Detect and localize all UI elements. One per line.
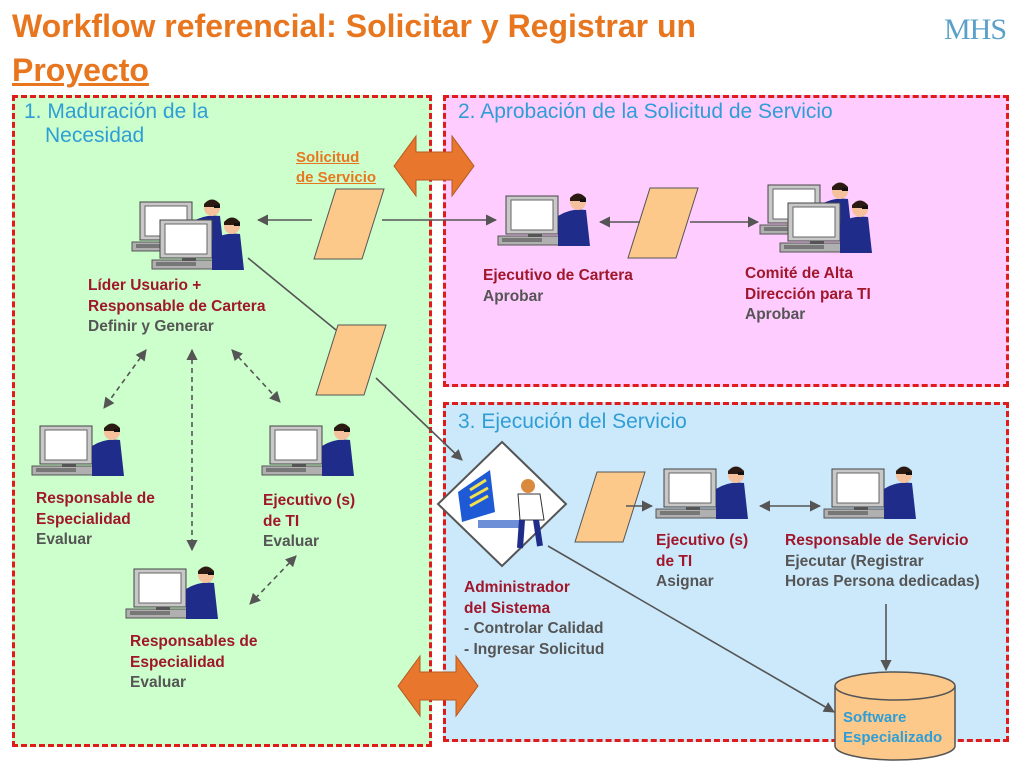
role-resp-servicio-action2: Horas Persona dedicadas) xyxy=(785,573,980,590)
role-ejecutivo-cartera-action: Aprobar xyxy=(483,287,544,305)
dashed-ejecutivo-ti-resp xyxy=(249,555,297,605)
title-line-1: Workflow referencial: Solicitar y Regist… xyxy=(12,8,697,44)
document-label: Solicitud de Servicio xyxy=(296,148,376,188)
role-administrador-action1: - Controlar Calidad xyxy=(464,620,604,637)
role-resp-servicio-action1: Ejecutar (Registrar xyxy=(785,552,924,570)
role-administrador: Administrador del Sistema - Controlar Ca… xyxy=(464,578,604,660)
panel-title-aprobacion: 2. Aprobación de la Solicitud de Servici… xyxy=(458,100,833,123)
dashed-lider-resp-especialidad xyxy=(103,349,147,409)
role-ejecutivo-ti-1-name2: de TI xyxy=(263,512,300,530)
company-logo: MHS xyxy=(944,13,1007,46)
role-ejecutivo-ti-2: Ejecutivo (s) de TI Asignar xyxy=(656,531,748,593)
role-resp-especialidades-name1: Responsables de xyxy=(130,633,258,650)
software-label-line1: Software xyxy=(843,709,907,726)
document-solicitud-4 xyxy=(574,471,646,543)
role-lider-name2: Responsable de Cartera xyxy=(88,297,266,315)
role-lider-action: Definir y Generar xyxy=(88,318,214,335)
role-comite-action: Aprobar xyxy=(745,306,806,323)
workstation-comite xyxy=(760,183,872,254)
role-ejecutivo-cartera: Ejecutivo de Cartera Aprobar xyxy=(483,266,633,307)
role-ejecutivo-ti-2-name1: Ejecutivo (s) xyxy=(656,532,749,549)
role-ejecutivo-ti-1-action: Evaluar xyxy=(263,533,320,550)
panel-title-maduracion-line2: Necesidad xyxy=(45,124,145,147)
software-label: Software Especializado xyxy=(843,708,942,748)
panel-title-maduracion: 1. Maduración de la Necesidad xyxy=(24,100,208,148)
administrator-icon xyxy=(436,440,568,568)
role-resp-servicio-name: Responsable de Servicio xyxy=(785,532,969,549)
role-administrador-name2: del Sistema xyxy=(464,599,551,617)
role-resp-especialidades-action: Evaluar xyxy=(130,674,187,691)
role-administrador-name1: Administrador xyxy=(464,579,570,596)
workstation-ejecutivo-ti-2 xyxy=(655,466,749,520)
role-resp-especialidad: Responsable de Especialidad Evaluar xyxy=(36,489,155,551)
role-comite-name2: Dirección para TI xyxy=(745,285,871,303)
role-lider: Líder Usuario + Responsable de Cartera D… xyxy=(88,276,265,338)
role-ejecutivo-ti-2-action: Asignar xyxy=(656,573,714,590)
role-ejecutivo-ti-2-name2: de TI xyxy=(656,552,693,570)
workstation-ejecutivo-ti-1 xyxy=(261,423,355,477)
title-line-2: Proyecto xyxy=(12,52,149,88)
software-database-icon xyxy=(834,671,956,761)
role-resp-especialidades-name2: Especialidad xyxy=(130,653,225,671)
role-comite: Comité de Alta Dirección para TI Aprobar xyxy=(745,264,871,326)
panel-title-maduracion-line1: 1. Maduración de la xyxy=(24,100,209,123)
role-administrador-action2: - Ingresar Solicitud xyxy=(464,640,605,658)
connector-lider-doc2 xyxy=(247,257,337,331)
exchange-arrow-top xyxy=(393,135,475,197)
document-label-line1: Solicitud xyxy=(296,149,360,166)
slide-title: Workflow referencial: Solicitar y Regist… xyxy=(12,4,912,92)
role-ejecutivo-cartera-name: Ejecutivo de Cartera xyxy=(483,267,633,284)
dashed-lider-ejecutivo-ti xyxy=(231,349,281,403)
document-solicitud-1 xyxy=(313,188,385,260)
role-lider-name1: Líder Usuario + xyxy=(88,277,202,294)
role-ejecutivo-ti-1: Ejecutivo (s) de TI Evaluar xyxy=(263,491,355,553)
document-solicitud-2 xyxy=(315,324,387,396)
document-label-line2: de Servicio xyxy=(296,169,377,186)
workstation-lider xyxy=(132,200,244,271)
role-resp-servicio: Responsable de Servicio Ejecutar (Regist… xyxy=(785,531,980,593)
exchange-arrow-bottom xyxy=(397,655,479,717)
connector-admin-software xyxy=(547,545,835,713)
role-resp-especialidad-action: Evaluar xyxy=(36,531,93,548)
workstation-resp-servicio xyxy=(823,466,917,520)
role-comite-name1: Comité de Alta xyxy=(745,265,853,282)
role-resp-especialidad-name1: Responsable de xyxy=(36,490,155,507)
role-ejecutivo-ti-1-name1: Ejecutivo (s) xyxy=(263,492,356,509)
panel-title-ejecucion: 3. Ejecución del Servicio xyxy=(458,410,687,433)
software-label-line2: Especializado xyxy=(843,729,943,746)
workstation-resp-especialidades xyxy=(125,566,219,620)
document-solicitud-3 xyxy=(627,187,699,259)
connector-doc2-admin xyxy=(375,377,463,461)
workstation-ejecutivo-cartera xyxy=(497,193,591,247)
workstation-resp-especialidad xyxy=(31,423,125,477)
role-resp-especialidades: Responsables de Especialidad Evaluar xyxy=(130,632,258,694)
role-resp-especialidad-name2: Especialidad xyxy=(36,510,131,528)
